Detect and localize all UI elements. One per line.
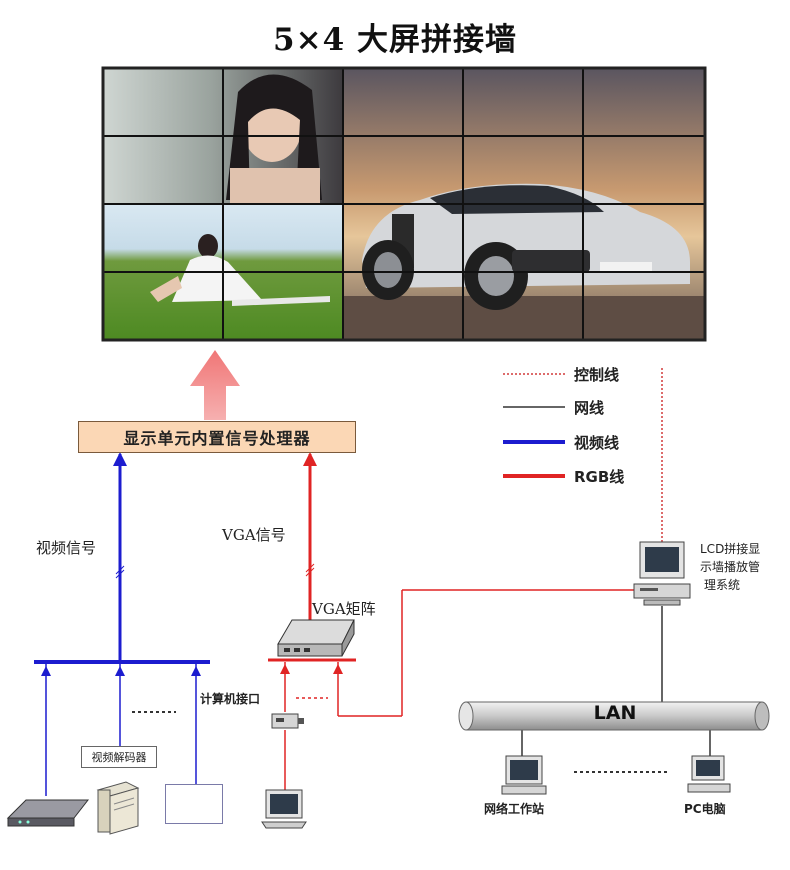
video-wall-image bbox=[101, 66, 707, 342]
lcd-system-line-3: 理系统 bbox=[704, 578, 741, 592]
lan-bus-icon bbox=[458, 701, 770, 731]
computer-port-label: 计算机接口 bbox=[200, 692, 261, 706]
workstation-icon bbox=[501, 755, 547, 795]
legend-network-label: 网线 bbox=[574, 399, 605, 417]
signal-processor-box: 显示单元内置信号处理器 bbox=[78, 421, 356, 453]
legend-rgb-label: RGB线 bbox=[574, 468, 625, 486]
legend-control-label: 控制线 bbox=[574, 366, 620, 384]
vga-signal-label: VGA信号 bbox=[222, 526, 286, 544]
dvr-icon bbox=[6, 799, 90, 827]
workstation-label: 网络工作站 bbox=[484, 802, 545, 816]
page-title: 5×4 大屏拼接墙 bbox=[273, 22, 517, 58]
computer-port-icon bbox=[271, 713, 304, 729]
monitor-icon bbox=[261, 789, 307, 829]
pc-label: PC电脑 bbox=[684, 802, 726, 816]
legend bbox=[503, 373, 565, 478]
lcd-system-line-1: LCD拼接显 bbox=[700, 542, 761, 556]
lan-label: LAN bbox=[593, 702, 637, 724]
rgb-lines bbox=[268, 452, 642, 794]
legend-video-label: 视频线 bbox=[574, 434, 620, 452]
network-lines bbox=[521, 368, 711, 773]
lcd-system-line-2: 示墙播放管 bbox=[700, 560, 761, 574]
video-signal-label: 视频信号 bbox=[36, 539, 97, 557]
lcd-management-pc-icon bbox=[633, 541, 691, 606]
lcd-system-label: LCD拼接显 示墙播放管 理系统 bbox=[700, 540, 760, 594]
pc-icon bbox=[687, 755, 731, 793]
vga-matrix-label: VGA矩阵 bbox=[312, 600, 376, 618]
server-tower-icon bbox=[96, 781, 140, 835]
up-arrow-icon bbox=[190, 350, 240, 420]
video-decoder-box: 视频解码器 bbox=[81, 746, 157, 768]
camera-frame bbox=[165, 784, 223, 824]
vga-matrix-icon bbox=[277, 619, 355, 657]
video-bus bbox=[34, 452, 210, 796]
